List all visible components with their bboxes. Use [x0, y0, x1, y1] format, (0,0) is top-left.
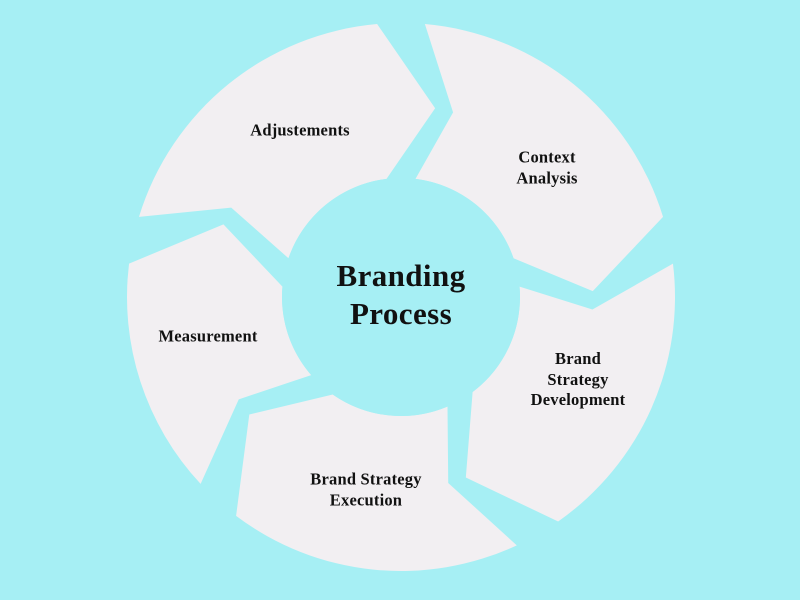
segment-brand-strategy-development[interactable] — [415, 24, 664, 292]
segment-context-analysis[interactable] — [138, 24, 436, 259]
center-hub-circle — [282, 178, 520, 416]
segment-brand-strategy-execution[interactable] — [465, 263, 676, 522]
segment-adjustements[interactable] — [126, 224, 312, 484]
segment-measurement[interactable] — [236, 394, 517, 572]
segments-group — [126, 24, 676, 572]
center-title: Branding Process — [336, 258, 466, 331]
